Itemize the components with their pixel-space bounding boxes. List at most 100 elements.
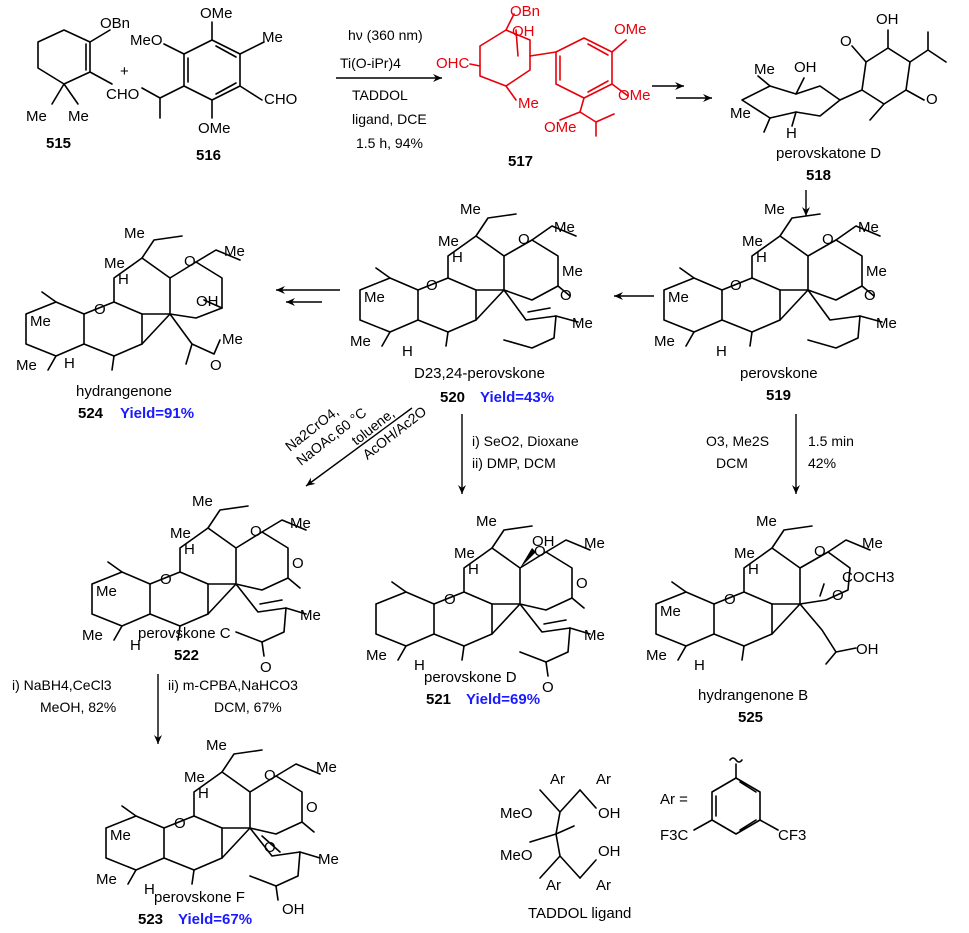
atom-label: O (210, 357, 222, 374)
atom-label: H (184, 541, 195, 558)
atom-label: H (716, 343, 727, 360)
reaction-arrow (305, 407, 413, 487)
compound-520: Me Me O Me H O O Me Me Me Me H D23,24-pe… (350, 201, 593, 406)
atom-label: Me (318, 851, 339, 868)
wavy-bond (729, 757, 743, 763)
atom-label: Me (668, 289, 689, 306)
atom-label: Me (754, 61, 775, 78)
atom-label: H (414, 657, 425, 674)
atom-label: Me (654, 333, 675, 350)
atom-label: O (250, 523, 262, 540)
atom-label: Ar (596, 771, 611, 788)
compound-522: Me Me O H O O Me Me O Me Me H perovskone… (82, 493, 321, 676)
atom-label: OH (794, 59, 817, 76)
atom-label: OHC (436, 55, 470, 72)
atom-label: Me (866, 263, 887, 280)
compound-name: hydrangenone (76, 383, 172, 400)
reagent-label: O3, Me2S (706, 433, 769, 449)
atom-label: O (534, 543, 546, 560)
compound-517: OBn OH OHC OMe OMe Me OMe 517 (436, 3, 651, 170)
atom-label: O (814, 543, 826, 560)
atom-label: O (444, 591, 456, 608)
atom-label: Me (460, 201, 481, 218)
atom-label: OBn (510, 3, 540, 20)
compound-number: 525 (738, 709, 763, 726)
atom-label: OMe (200, 5, 233, 22)
atom-label: Me (518, 95, 539, 112)
atom-label: O (576, 575, 588, 592)
reagent-label: Ti(O-iPr)4 (340, 55, 401, 71)
atom-label: Me (192, 493, 213, 510)
plus-sign: + (120, 63, 129, 80)
atom-label: Me (730, 105, 751, 122)
atom-label: Me (364, 289, 385, 306)
atom-label: Me (660, 603, 681, 620)
wedge-bond (520, 548, 536, 568)
atom-label: OH (512, 23, 535, 40)
yield-label: Yield=91% (120, 405, 194, 422)
atom-label: H (198, 785, 209, 802)
compound-number: 524 (78, 405, 104, 422)
reagent-label: DCM, 67% (214, 699, 282, 715)
atom-label: OH (598, 805, 621, 822)
atom-label: Me (862, 535, 883, 552)
compound-518: OH O OH O Me Me H perovskatone D 518 (730, 11, 947, 184)
reagent-label: i) SeO2, Dioxane (472, 433, 579, 449)
atom-label: H (694, 657, 705, 674)
reagent-label: ligand, DCE (352, 111, 427, 127)
atom-label: OH (282, 901, 305, 918)
reagent-label: MeOH, 82% (40, 699, 116, 715)
atom-label: O (832, 587, 844, 604)
atom-label: MeO (500, 847, 533, 864)
compound-number: 518 (806, 167, 831, 184)
atom-label: Ar (546, 877, 561, 894)
atom-label: Me (438, 233, 459, 250)
atom-label: Me (876, 315, 897, 332)
compound-number: 516 (196, 147, 221, 164)
compound-523: Me Me O H Me O O Me O Me Me H OH perovsk… (96, 737, 339, 928)
atom-label: Me (16, 357, 37, 374)
compound-name: perovskone F (154, 889, 245, 906)
atom-label: O (518, 231, 530, 248)
atom-label: O (426, 277, 438, 294)
atom-label: O (264, 767, 276, 784)
reagent-block-diagonal: Na2CrO4, NaOAc,60 °C toluene, AcOH/Ac2O (282, 403, 429, 469)
atom-label: Me (366, 647, 387, 664)
atom-label: OMe (618, 87, 651, 104)
reagent-label: i) NaBH4,CeCl3 (12, 677, 112, 693)
reagent-label: hν (360 nm) (348, 27, 423, 43)
atom-label: OMe (614, 21, 647, 38)
atom-label: O (306, 799, 318, 816)
atom-label: Me (82, 627, 103, 644)
compound-515: OBn CHO Me Me 515 (26, 15, 139, 152)
atom-label: Me (554, 219, 575, 236)
atom-label: OBn (100, 15, 130, 32)
atom-label: Me (96, 871, 117, 888)
reagent-label: TADDOL (352, 87, 408, 103)
ar-definition: Ar = (660, 791, 688, 808)
atom-label: Me (300, 607, 321, 624)
atom-label: Me (104, 255, 125, 272)
compound-516: OMe MeO Me CHO OMe 516 (130, 5, 297, 164)
atom-label: O (260, 659, 272, 676)
atom-label: O (840, 33, 852, 50)
compound-521: Me Me O H OH O O Me O Me Me H perovskone… (366, 513, 605, 708)
atom-label: O (926, 91, 938, 108)
atom-label: H (786, 125, 797, 142)
atom-label: H (452, 249, 463, 266)
atom-label: Me (858, 219, 879, 236)
atom-label: Me (96, 583, 117, 600)
atom-label: MeO (130, 32, 163, 49)
atom-label: O (94, 301, 106, 318)
atom-label: O (730, 277, 742, 294)
atom-label: Ar (550, 771, 565, 788)
compound-number: 519 (766, 387, 791, 404)
atom-label: H (64, 355, 75, 372)
compound-name: D23,24-perovskone (414, 365, 545, 382)
atom-label: O (292, 555, 304, 572)
atom-label: Me (30, 313, 51, 330)
atom-label: H (468, 561, 479, 578)
atom-label: CF3 (778, 827, 806, 844)
atom-label: Me (222, 331, 243, 348)
